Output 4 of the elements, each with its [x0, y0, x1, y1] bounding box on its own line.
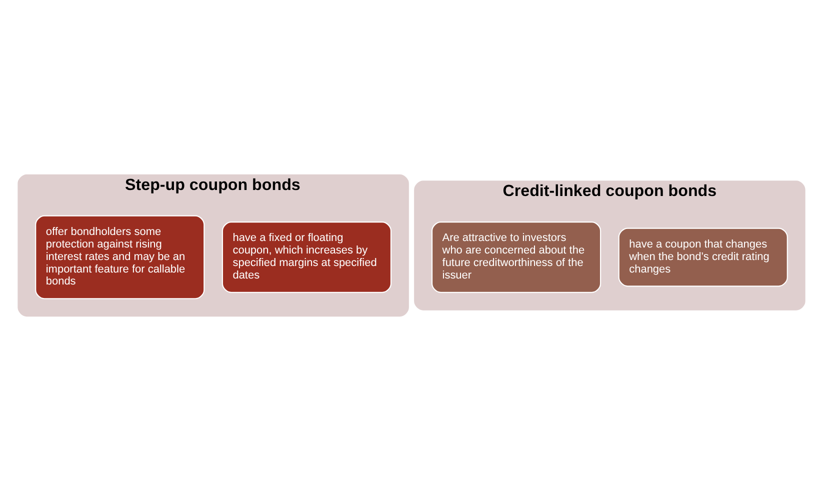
node-box: have a coupon that changes when the bond’s credit rating changes: [618, 228, 788, 287]
node-box: offer bondholders some protection against rising interest rates and may be an important feature for callable bonds: [35, 215, 205, 300]
node-box: Are attractive to investors who are concerned about the future creditworthiness of the issuer: [431, 222, 602, 293]
node-box: have a fixed or floating coupon, which increases by specified margins at specified dates: [222, 222, 392, 293]
